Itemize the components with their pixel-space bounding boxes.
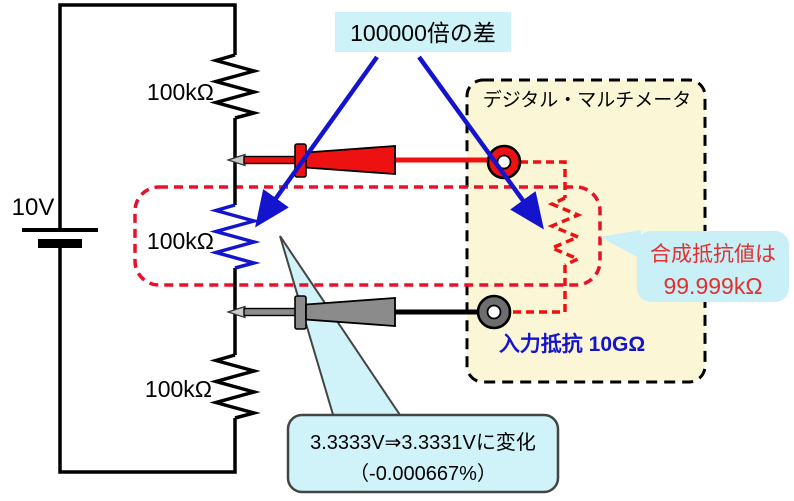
bottom-bubble-line2: （-0.000667%） xyxy=(349,462,497,485)
resistor-top: 100kΩ xyxy=(147,53,261,120)
multimeter-title: デジタル・マルチメータ xyxy=(483,89,692,111)
arrow-to-meter-resistor xyxy=(417,55,544,230)
right-bubble-tail xyxy=(600,230,641,259)
bottom-bubble-line1: 3.3333V⇒3.3331Vに変化 xyxy=(310,431,536,454)
right-bubble-line1: 合成抵抗値は xyxy=(650,243,776,266)
right-bubble-line2: 99.999kΩ xyxy=(663,273,762,299)
multimeter-internal-resistor xyxy=(547,196,583,267)
comparison-arrows xyxy=(255,55,544,230)
resistor-middle-label: 100kΩ xyxy=(147,228,214,254)
top-callout-text: 100000倍の差 xyxy=(350,20,496,46)
arrow-to-measured-resistor xyxy=(255,55,379,228)
top-callout: 100000倍の差 xyxy=(335,12,511,52)
battery-voltage-label: 10V xyxy=(12,194,55,221)
black-probe xyxy=(226,294,512,330)
resistor-middle-measured: 100kΩ xyxy=(147,203,261,270)
input-resistance-label: 入力抵抗 10GΩ xyxy=(499,332,645,356)
highlight-region xyxy=(133,185,602,287)
red-probe xyxy=(226,143,522,180)
battery-symbol: 10V xyxy=(12,194,98,248)
bottom-bubble: 3.3333V⇒3.3331Vに変化 （-0.000667%） xyxy=(286,413,560,494)
resistor-bottom-label: 100kΩ xyxy=(145,376,212,402)
multimeter-internal-circuit xyxy=(512,160,583,314)
resistor-top-label: 100kΩ xyxy=(147,79,214,105)
resistor-bottom: 100kΩ xyxy=(145,353,261,420)
right-bubble: 合成抵抗値は 99.999kΩ xyxy=(600,230,789,302)
